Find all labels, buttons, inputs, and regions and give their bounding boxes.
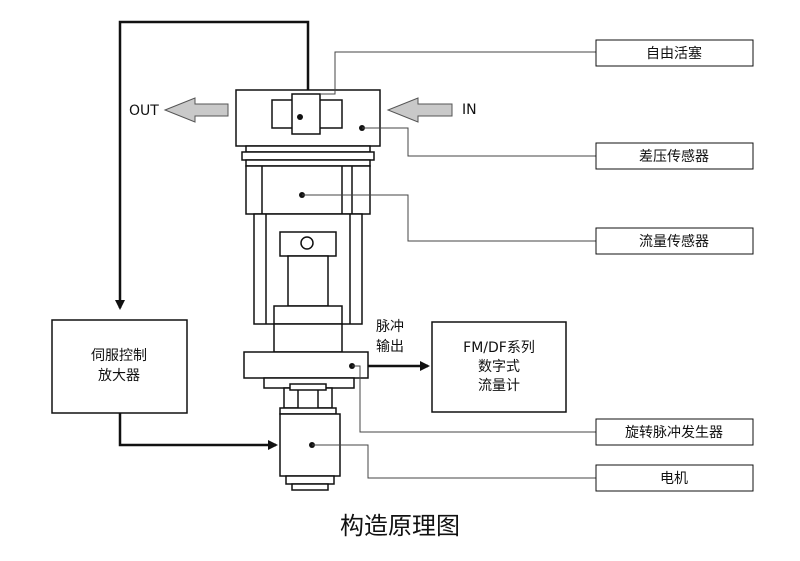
- out-flow-arrow: [163, 97, 229, 123]
- in-label: IN: [462, 102, 477, 118]
- callout-flow-sensor: 流量传感器: [595, 227, 754, 255]
- amplifier-to-motor-line: [118, 413, 278, 450]
- servo-amplifier-box: 伺服控制 放大器: [51, 319, 188, 414]
- callout-free-piston: 自由活塞: [595, 39, 754, 67]
- pulse-output-label-line2: 输出: [376, 339, 404, 355]
- svg-text:自由活塞: 自由活塞: [646, 45, 702, 62]
- diagram-caption: 构造原理图: [340, 512, 460, 540]
- svg-text:流量传感器: 流量传感器: [639, 233, 709, 250]
- svg-text:流量计: 流量计: [478, 378, 520, 394]
- digital-flowmeter-box: FM/DF系列 数字式 流量计: [431, 321, 567, 413]
- pulse-output-label-line1: 脉冲: [376, 319, 404, 335]
- svg-text:放大器: 放大器: [98, 368, 140, 384]
- flowmeter-body: [235, 89, 381, 491]
- callout-motor: 电机: [595, 464, 754, 492]
- svg-text:旋转脉冲发生器: 旋转脉冲发生器: [625, 425, 723, 441]
- svg-text:电机: 电机: [660, 471, 688, 487]
- svg-text:数字式: 数字式: [478, 359, 520, 375]
- callout-differential-pressure-sensor: 差压传感器: [595, 142, 754, 170]
- leader-lines: [302, 51, 596, 479]
- callout-rotary-pulse-generator: 旋转脉冲发生器: [595, 418, 754, 446]
- svg-text:差压传感器: 差压传感器: [639, 148, 709, 165]
- out-label: OUT: [129, 103, 159, 119]
- svg-text:伺服控制: 伺服控制: [91, 348, 147, 364]
- svg-text:FM/DF系列: FM/DF系列: [463, 340, 535, 356]
- servo-feedback-line: [115, 20, 310, 310]
- in-flow-arrow: [386, 97, 453, 123]
